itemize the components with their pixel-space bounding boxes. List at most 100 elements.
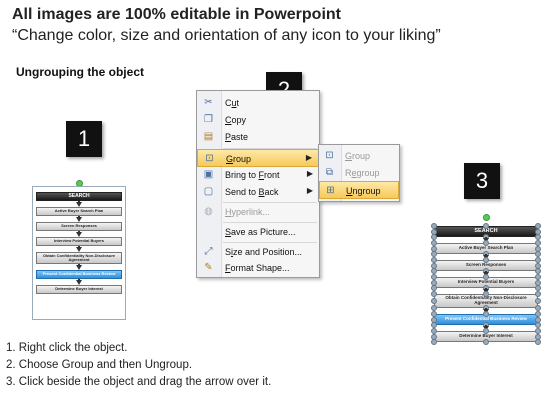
section-title: Ungrouping the object: [16, 65, 144, 79]
resize-handle[interactable]: [535, 251, 541, 257]
flow-step-box[interactable]: Present Confidential Business Review: [36, 270, 122, 279]
hyperlink-icon: ◍: [204, 206, 213, 217]
resize-handle[interactable]: [431, 305, 437, 311]
resize-handle[interactable]: [431, 251, 437, 257]
resize-handle[interactable]: [483, 257, 489, 263]
submenu-arrow-icon: ▶: [306, 169, 313, 178]
resize-handle[interactable]: [483, 223, 489, 229]
flow-step-box[interactable]: Active Buyer Search Plan: [36, 207, 122, 216]
flow-connector: [485, 237, 487, 238]
resize-handle[interactable]: [431, 279, 437, 286]
resize-handle[interactable]: [431, 339, 437, 345]
resize-handle[interactable]: [431, 291, 437, 297]
arrow-down-icon: [76, 232, 82, 237]
menu-item-label: Send to Back: [225, 187, 279, 197]
menu-item-label: Paste: [225, 132, 249, 142]
ungroup-icon: ⊞: [326, 185, 335, 196]
instruction-step: 3. Click beside the object and drag the …: [6, 376, 272, 388]
resize-handle[interactable]: [535, 339, 541, 345]
menu-item-save-as-picture[interactable]: Save as Picture...: [197, 223, 319, 241]
arrow-down-icon: [76, 217, 82, 222]
flow-connector: [78, 246, 80, 247]
resize-handle[interactable]: [431, 298, 437, 304]
resize-handle[interactable]: [535, 305, 541, 311]
resize-handle[interactable]: [431, 234, 437, 240]
menu-item-paste[interactable]: ▤ Paste: [197, 128, 319, 146]
flow-step-box[interactable]: Determine Buyer Interest: [36, 285, 122, 294]
rotate-handle[interactable]: [76, 180, 83, 187]
flow-step-box[interactable]: Obtain Confidentiality Non-Disclosure Ag…: [36, 252, 122, 264]
submenu-item-group[interactable]: ⊡ Group: [319, 147, 399, 165]
group-icon: ⊡: [325, 150, 334, 161]
resize-handle[interactable]: [431, 228, 437, 235]
resize-handle[interactable]: [535, 234, 541, 240]
resize-handle[interactable]: [535, 333, 541, 340]
size-position-icon: ⤢: [204, 246, 213, 257]
submenu-item-regroup[interactable]: ⧉ Regroup: [319, 164, 399, 182]
menu-item-copy[interactable]: ❐ Copy: [197, 111, 319, 129]
menu-item-cut[interactable]: ✂ Cut: [197, 94, 319, 112]
resize-handle[interactable]: [535, 268, 541, 274]
group-submenu: ⊡ Group ⧉ Regroup ⊞ Ungroup: [318, 144, 400, 202]
resize-handle[interactable]: [431, 268, 437, 274]
resize-handle[interactable]: [483, 274, 489, 280]
arrow-down-icon: [76, 247, 82, 252]
submenu-item-ungroup[interactable]: ⊞ Ungroup: [319, 181, 399, 199]
resize-handle[interactable]: [535, 298, 541, 304]
resize-handle[interactable]: [431, 285, 437, 291]
arrow-down-icon: [76, 265, 82, 270]
resize-handle[interactable]: [483, 328, 489, 334]
menu-item-label: Group: [226, 154, 252, 164]
arrow-down-icon: [76, 280, 82, 285]
menu-separator: [223, 202, 317, 203]
flow-connector: [485, 325, 487, 326]
step-badge-1: 1: [66, 121, 102, 157]
menu-item-send-to-back[interactable]: ▢ Send to Back ▶: [197, 183, 319, 201]
menu-item-group[interactable]: ⊡ Group ▶: [197, 149, 319, 167]
resize-handle[interactable]: [535, 316, 541, 323]
submenu-arrow-icon: ▶: [305, 153, 312, 162]
menu-gutter: [197, 91, 222, 277]
send-back-icon: ▢: [203, 186, 214, 197]
bring-front-icon: ▣: [203, 169, 214, 180]
resize-handle[interactable]: [431, 322, 437, 328]
resize-handle[interactable]: [483, 291, 489, 297]
rotate-handle[interactable]: [483, 214, 490, 221]
resize-handle[interactable]: [431, 316, 437, 323]
flow-connector: [78, 231, 80, 232]
resize-handle[interactable]: [483, 339, 489, 345]
resize-handle[interactable]: [535, 279, 541, 286]
resize-handle[interactable]: [431, 333, 437, 340]
resize-handle[interactable]: [483, 240, 489, 246]
flow-step-box[interactable]: Interview Potential Buyers: [36, 237, 122, 246]
submenu-item-label: Group: [345, 151, 371, 161]
resize-handle[interactable]: [535, 262, 541, 269]
submenu-item-label: Ungroup: [346, 186, 381, 196]
menu-separator: [223, 148, 317, 149]
resize-handle[interactable]: [535, 291, 541, 297]
menu-item-format-shape[interactable]: ✎ Format Shape...: [197, 259, 319, 277]
flow-step-box[interactable]: Screen Responses: [36, 222, 122, 231]
resize-handle[interactable]: [431, 245, 437, 252]
page-subtitle: “Change color, size and orientation of a…: [12, 27, 441, 44]
flow-connector: [78, 216, 80, 217]
resize-handle[interactable]: [535, 245, 541, 252]
menu-item-bring-to-front[interactable]: ▣ Bring to Front ▶: [197, 166, 319, 184]
flow-step-header[interactable]: SEARCH: [36, 192, 122, 201]
resize-handle[interactable]: [431, 262, 437, 269]
flow-connector: [485, 288, 487, 289]
resize-handle[interactable]: [535, 322, 541, 328]
menu-item-hyperlink[interactable]: ◍ Hyperlink...: [197, 203, 319, 221]
flow-connector: [485, 271, 487, 272]
group-icon: ⊡: [205, 153, 214, 164]
resize-handle[interactable]: [535, 285, 541, 291]
context-menu: ✂ Cut ❐ Copy ▤ Paste ⊡ Group ▶ ▣ Bring t…: [196, 90, 320, 278]
step-badge-3: 3: [464, 163, 500, 199]
submenu-arrow-icon: ▶: [306, 186, 313, 195]
menu-item-size-and-position[interactable]: ⤢ Size and Position...: [197, 243, 319, 261]
resize-handle[interactable]: [535, 228, 541, 235]
page-title: All images are 100% editable in Powerpoi…: [12, 6, 341, 23]
resize-handle[interactable]: [483, 311, 489, 317]
